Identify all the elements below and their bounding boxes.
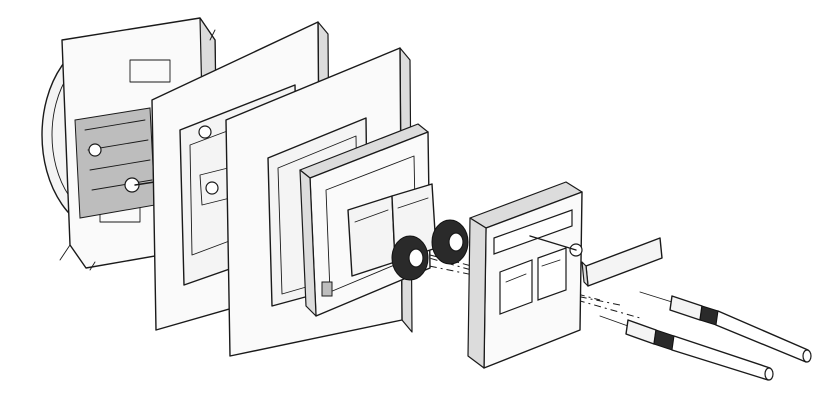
banana-plug-upper-cable-end xyxy=(802,349,812,363)
banana-plug-lower-pin xyxy=(599,315,629,327)
mounting-box-slot-top xyxy=(129,59,171,83)
support-frame-screw-mid xyxy=(205,181,219,195)
terminal-block-ribs xyxy=(354,197,429,223)
mounting-box-mechanism xyxy=(74,107,156,219)
cover-plate-socket-right xyxy=(537,247,567,301)
terminal-knob-left-hole xyxy=(408,248,424,268)
mounting-box-screw-2 xyxy=(88,143,102,157)
label-strip-face xyxy=(585,237,663,287)
banana-plug-lower-grip xyxy=(653,329,675,351)
terminal-knob-right-hole xyxy=(448,232,464,252)
terminal-block-left xyxy=(347,195,396,277)
cover-plate-socket-details xyxy=(505,259,561,283)
cover-plate-socket-left xyxy=(499,259,533,315)
mounting-box-tabs xyxy=(59,29,216,271)
cover-plate-side xyxy=(467,217,487,369)
terminal-knobs xyxy=(391,219,469,281)
banana-plug-upper-pin xyxy=(639,291,673,303)
mounting-box-mechanism-ribs xyxy=(84,119,153,191)
banana-plug-upper-body xyxy=(669,295,703,321)
label-strip xyxy=(581,237,663,287)
support-frame-screw-top xyxy=(198,125,212,139)
cover-plate xyxy=(467,181,583,369)
banana-plug-upper-grip xyxy=(699,305,719,326)
banana-plug-upper-cable xyxy=(715,310,809,363)
terminal-module-side xyxy=(299,169,317,317)
cover-plate-screw-shaft xyxy=(529,235,577,251)
banana-plug-lower xyxy=(599,315,774,381)
terminal-module-clip-left xyxy=(321,281,333,297)
banana-plug-upper xyxy=(639,291,812,363)
banana-plug-lower-cable-end xyxy=(764,367,774,381)
banana-plug-lower-cable xyxy=(671,335,771,381)
banana-plug-lower-body xyxy=(625,319,657,345)
cover-plate-label-window xyxy=(493,209,573,255)
label-strip-edge xyxy=(581,261,589,287)
